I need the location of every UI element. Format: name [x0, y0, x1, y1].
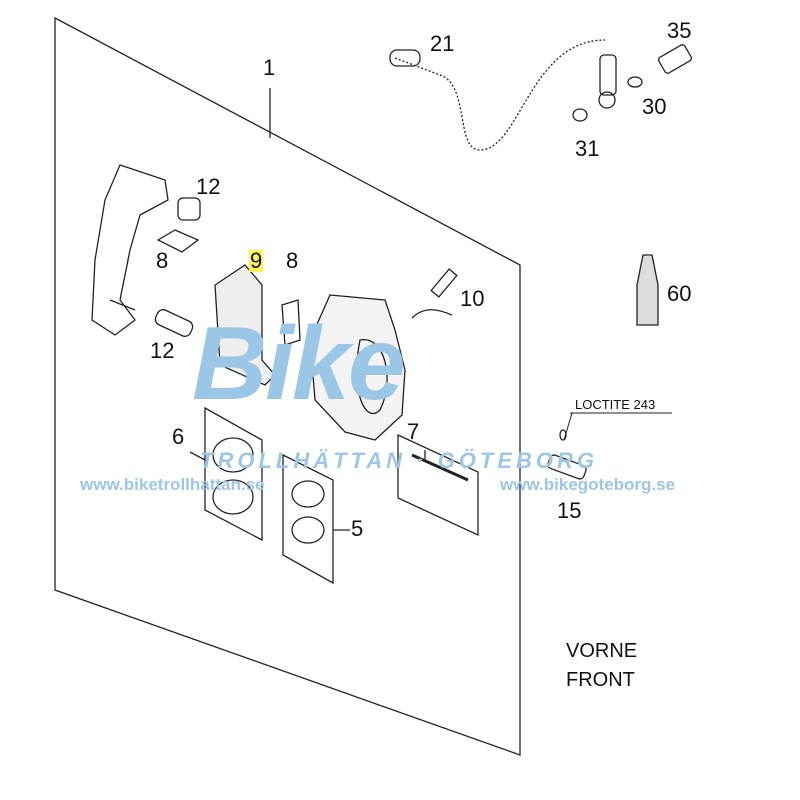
banjo-fitting	[599, 54, 617, 96]
callout-8-left[interactable]: 8	[156, 248, 169, 273]
loctite-bottle-drawing	[636, 254, 659, 326]
washer-31-drawing	[572, 108, 588, 122]
banjo-bolt-drawing	[657, 44, 693, 74]
washer-30-drawing	[627, 76, 643, 88]
callout-12-sleeve[interactable]: 12	[196, 174, 221, 199]
assembly-panel	[54, 16, 521, 756]
caliper-bracket	[91, 164, 169, 336]
bracket-pin	[109, 299, 136, 311]
callout-30[interactable]: 30	[642, 94, 667, 119]
front-label: VORNE FRONT	[566, 637, 637, 695]
pad-spring-right-drawing	[281, 299, 301, 346]
loctite-drop	[559, 429, 567, 441]
callout-15[interactable]: 15	[557, 498, 582, 523]
front-label-de: VORNE	[566, 640, 638, 662]
caliper-bolt-drawing	[547, 454, 587, 480]
brake-line-drawing	[394, 39, 606, 151]
leader-6	[189, 451, 206, 461]
bleeder-drawing	[430, 268, 458, 298]
sleeve-drawing	[177, 197, 201, 221]
callout-5[interactable]: 5	[351, 516, 364, 541]
pin-kit-pin	[411, 453, 469, 482]
brake-pad-drawing	[214, 264, 276, 386]
banjo-ring	[598, 91, 616, 109]
watermark-brand: Bike	[192, 306, 406, 422]
callout-1[interactable]: 1	[263, 55, 276, 80]
watermark-url-right: www.bikegoteborg.se	[500, 475, 676, 494]
seal-b	[291, 516, 325, 544]
piston-a	[212, 437, 254, 473]
pad-spring-left-drawing	[156, 229, 200, 253]
callout-10[interactable]: 10	[460, 286, 485, 311]
brake-line-fitting	[389, 49, 421, 67]
pistons-card	[204, 406, 263, 542]
piston-b	[212, 479, 254, 515]
callout-21[interactable]: 21	[430, 31, 455, 56]
callout-6[interactable]: 6	[172, 424, 185, 449]
seal-a	[291, 480, 325, 508]
callout-12-pin[interactable]: 12	[150, 338, 175, 363]
loctite-leader	[563, 412, 573, 441]
callout-9-highlighted[interactable]: 9	[249, 248, 264, 273]
caliper-piston-outline	[356, 339, 388, 415]
watermark-cities: TROLLHÄTTAN · GÖTEBORG	[200, 448, 598, 473]
callout-60[interactable]: 60	[667, 281, 692, 306]
callout-35[interactable]: 35	[667, 18, 692, 43]
callout-8-right[interactable]: 8	[286, 248, 299, 273]
loctite-note: LOCTITE 243	[575, 397, 656, 412]
seal-card	[282, 453, 334, 585]
caliper-body	[309, 294, 406, 441]
callout-31[interactable]: 31	[575, 136, 600, 161]
pin-kit-card	[397, 433, 479, 537]
callout-7[interactable]: 7	[407, 419, 420, 444]
guide-pin-drawing	[154, 309, 194, 337]
bleeder-hose	[411, 309, 453, 319]
watermark-url-left: www.biketrollhattan.se	[80, 475, 265, 494]
front-label-en: FRONT	[566, 669, 635, 691]
